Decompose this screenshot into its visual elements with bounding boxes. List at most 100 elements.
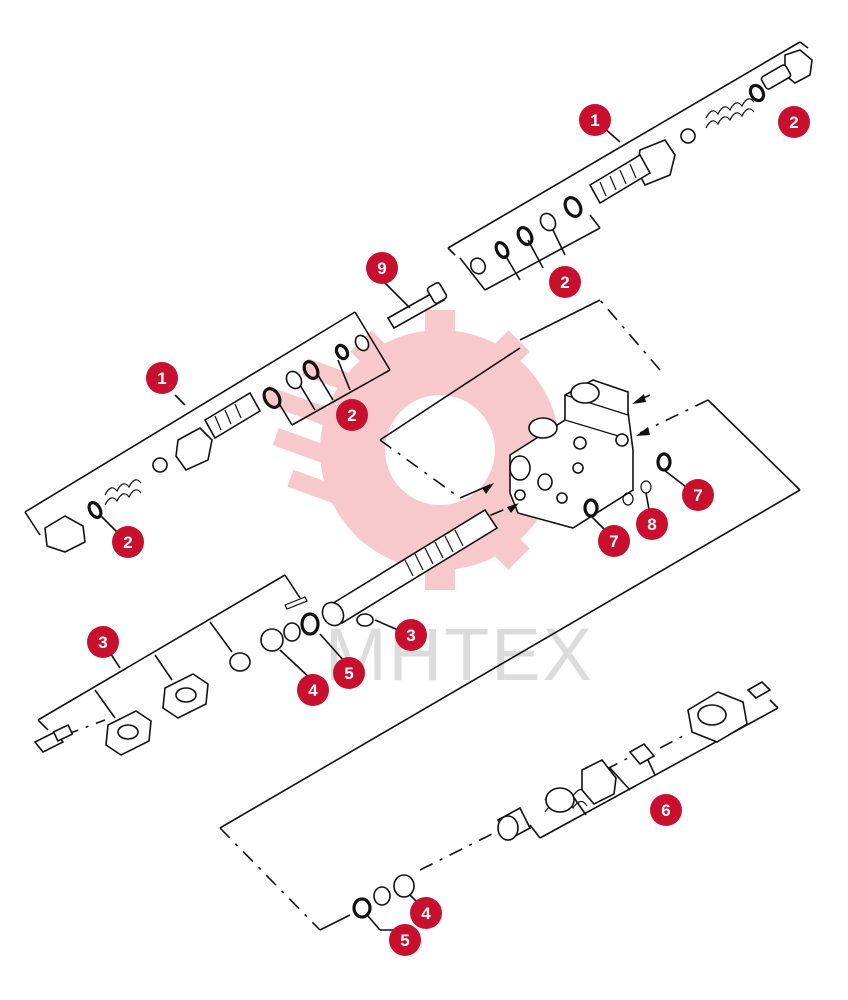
- callout-2: 2: [112, 526, 144, 558]
- port-icon: [570, 382, 600, 404]
- o-ring-icon: [300, 612, 320, 636]
- backup-ring-icon: [354, 334, 370, 352]
- callout-number: 2: [347, 406, 356, 425]
- ball-icon: [680, 128, 696, 144]
- callout-3: 3: [87, 626, 119, 658]
- backup-ring-icon: [539, 212, 557, 232]
- detent-sleeve-icon: [581, 758, 617, 805]
- callout-number: 4: [308, 681, 318, 700]
- callout-3: 3: [395, 619, 427, 651]
- callout-badge: [778, 106, 810, 138]
- o-ring-icon: [352, 897, 372, 919]
- callout-badge: [682, 479, 714, 511]
- port-icon: [615, 433, 629, 447]
- callout-4: 4: [297, 674, 329, 706]
- callout-number: 7: [609, 532, 618, 551]
- callout-number: 1: [157, 369, 166, 388]
- callout-number: 5: [400, 931, 409, 950]
- o-ring-icon: [748, 83, 766, 103]
- washer-icon: [393, 874, 415, 898]
- callout-badge: [87, 626, 119, 658]
- callout-badge: [112, 526, 144, 558]
- backup-ring-icon: [373, 886, 391, 906]
- o-ring-icon: [656, 452, 672, 472]
- callout-number: 8: [647, 515, 656, 534]
- o-ring-icon: [262, 387, 282, 409]
- callout-badge: [636, 508, 668, 540]
- backup-ring-icon: [469, 257, 487, 275]
- callout-4: 4: [410, 897, 442, 929]
- relief-cartridge-icon: [203, 391, 262, 440]
- callout-number: 6: [661, 801, 670, 820]
- callout-number: 1: [590, 111, 599, 130]
- callout-2: 2: [778, 106, 810, 138]
- callout-badge: [549, 266, 581, 298]
- watermark-text: MHTEX: [325, 613, 594, 696]
- port-icon: [556, 492, 568, 504]
- o-ring-icon: [640, 480, 652, 494]
- callout-badge: [389, 924, 421, 956]
- callout-number: 7: [693, 486, 702, 505]
- callout-2: 2: [336, 399, 368, 431]
- adjusting-cap-icon: [44, 515, 86, 553]
- port-icon: [528, 417, 558, 439]
- arrow-icon: [636, 427, 650, 436]
- callout-number: 3: [98, 633, 107, 652]
- spring-icon: [104, 479, 142, 506]
- cap-screw-icon: [746, 681, 772, 699]
- callout-7: 7: [598, 525, 630, 557]
- callout-number: 4: [421, 904, 431, 923]
- callout-8: 8: [636, 508, 668, 540]
- callout-badge: [366, 252, 398, 284]
- arrow-icon: [482, 483, 494, 494]
- callout-1: 1: [146, 362, 178, 394]
- valve-body-icon: [509, 379, 634, 529]
- callout-9: 9: [366, 252, 398, 284]
- callout-badge: [336, 399, 368, 431]
- spring-icon: [705, 98, 755, 129]
- callout-number: 5: [344, 664, 353, 683]
- o-ring-icon: [334, 343, 350, 361]
- callout-7: 7: [682, 479, 714, 511]
- port-icon: [572, 462, 584, 474]
- arrow-icon: [507, 503, 519, 513]
- port-icon: [514, 489, 526, 501]
- plunger-pin-group: [381, 279, 448, 330]
- valve-body-group: [219, 299, 801, 829]
- arrow-icon: [632, 394, 646, 404]
- callout-6: 6: [650, 794, 682, 826]
- o-ring-icon: [302, 360, 320, 380]
- callout-badge: [146, 362, 178, 394]
- o-ring-icon: [622, 492, 634, 506]
- callout-number: 2: [560, 273, 569, 292]
- detent-stop-icon: [628, 742, 656, 766]
- cotter-pin-icon: [284, 596, 308, 610]
- port-icon: [509, 455, 531, 481]
- callout-2: 2: [549, 266, 581, 298]
- callout-badge: [297, 674, 329, 706]
- lower-relief-valve-group: [24, 311, 391, 553]
- callout-badge: [579, 104, 611, 136]
- backup-ring-icon: [283, 622, 301, 642]
- watermark-logo: [262, 310, 600, 590]
- ball-icon: [152, 457, 168, 473]
- bushing-icon: [229, 652, 251, 672]
- detent-group: [219, 681, 779, 931]
- o-ring-icon: [563, 196, 583, 218]
- port-icon: [537, 473, 553, 491]
- callout-number: 9: [377, 259, 386, 278]
- callout-badge: [333, 657, 365, 689]
- o-ring-icon: [516, 226, 534, 246]
- washer-icon: [260, 628, 284, 652]
- callout-number: 2: [789, 113, 798, 132]
- callout-badge: [395, 619, 427, 651]
- o-ring-icon: [494, 241, 510, 259]
- callout-number: 3: [406, 626, 415, 645]
- callout-5: 5: [389, 924, 421, 956]
- callout-number: 2: [123, 533, 132, 552]
- callout-badge: [410, 897, 442, 929]
- callout-5: 5: [333, 657, 365, 689]
